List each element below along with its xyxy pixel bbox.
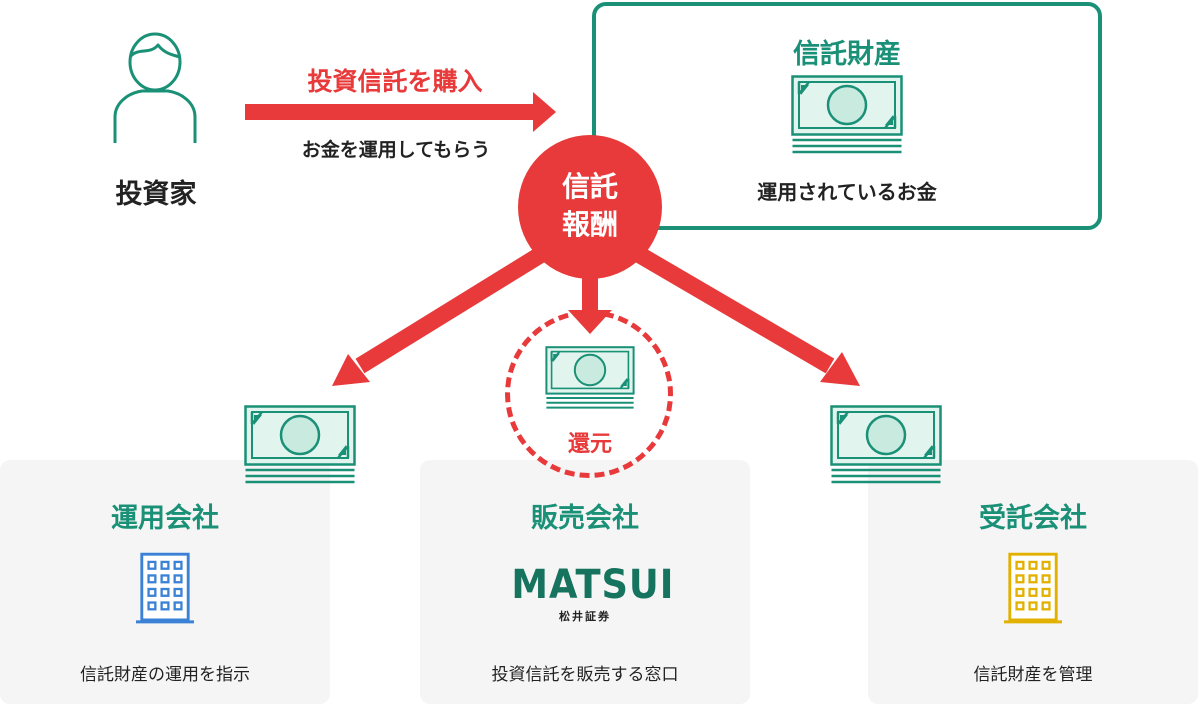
sales-company-title: 販売会社 xyxy=(531,503,639,534)
money-icon xyxy=(545,346,635,410)
investor-label: 投資家 xyxy=(115,179,197,210)
right-arrow-head xyxy=(820,352,860,386)
trustee-company-description: 信託財産を管理 xyxy=(973,665,1093,685)
rebate-arrow-shaft xyxy=(582,275,598,313)
management-company-description: 信託財産の運用を指示 xyxy=(80,665,250,685)
purchase-sublabel: お金を運用してもらう xyxy=(301,139,491,161)
sales-company-description: 投資信託を販売する窓口 xyxy=(491,665,679,685)
money-icon xyxy=(244,405,356,485)
panel-management-company: 運用会社 信託財産の運用を指示 xyxy=(0,460,330,704)
trustee-company-title: 受託会社 xyxy=(979,503,1087,534)
rebate-label: 還元 xyxy=(567,432,612,457)
money-icon xyxy=(830,405,942,485)
trust-property-title: 信託財産 xyxy=(793,39,901,70)
trust-property-description: 運用されているお金 xyxy=(757,180,937,204)
left-arrow-head xyxy=(332,354,370,386)
purchase-arrow-head xyxy=(533,92,556,132)
matsui-logo-subtext: 松井証券 xyxy=(559,610,611,623)
right-arrow-shaft xyxy=(635,247,835,374)
purchase-arrow-shaft xyxy=(245,104,535,120)
panel-trustee-company: 受託会社 信託財産を管理 xyxy=(868,460,1198,704)
trust-fee-circle: 信託 報酬 xyxy=(518,135,662,279)
trust-property-box: 信託財産 運用されているお金 xyxy=(592,2,1102,230)
panel-sales-company: 販売会社 投資信託を販売する窓口 xyxy=(420,460,750,704)
matsui-logo: MATSUI xyxy=(511,562,675,608)
purchase-label: 投資信託を購入 xyxy=(307,67,483,96)
trust-fee-line1: 信託 xyxy=(561,170,618,203)
left-arrow-shaft xyxy=(355,247,545,374)
rebate-circle xyxy=(505,310,673,478)
trust-fee-line2: 報酬 xyxy=(561,208,618,241)
person-icon xyxy=(113,32,197,143)
management-company-title: 運用会社 xyxy=(111,503,219,534)
